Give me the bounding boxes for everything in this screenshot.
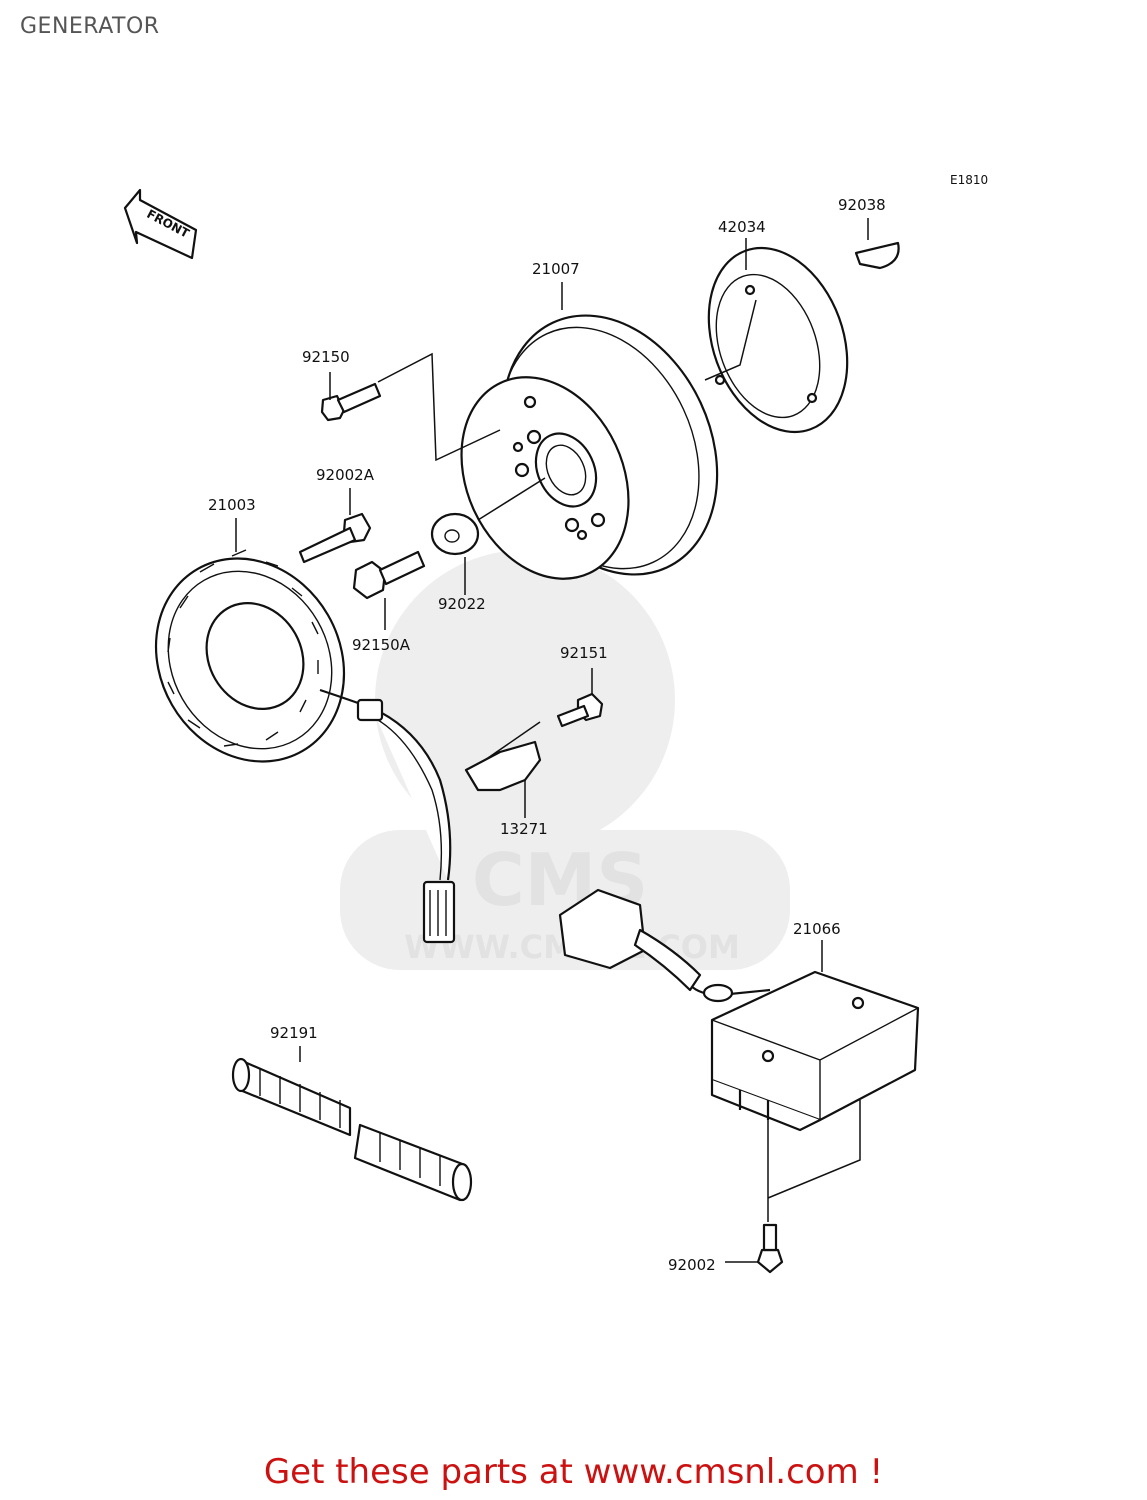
washer-92022 <box>430 512 480 556</box>
stator-harness <box>356 698 456 944</box>
bolt-92150 <box>320 382 382 422</box>
diagram-code: E1810 <box>950 173 988 187</box>
part-labels: 21007 42034 92038 92150 92002A 21003 920… <box>208 196 886 1274</box>
rotor-21007 <box>460 314 719 580</box>
regulator-connector <box>558 888 734 1003</box>
part-label-92002a: 92002A <box>316 466 375 484</box>
part-label-92150: 92150 <box>302 348 350 366</box>
leader-lines <box>235 218 869 1263</box>
part-label-92151: 92151 <box>560 644 608 662</box>
clamp-13271 <box>464 740 542 792</box>
part-label-21007: 21007 <box>532 260 580 278</box>
screw-92002 <box>756 1223 784 1274</box>
part-label-92002: 92002 <box>668 1256 716 1274</box>
part-label-21003: 21003 <box>208 496 256 514</box>
watermark: CMS WWW.CMSNL.COM <box>340 550 790 970</box>
bolt-92150a <box>352 550 426 600</box>
part-label-92150a: 92150A <box>352 636 411 654</box>
key-92038 <box>854 241 900 270</box>
bolt-92002a <box>298 512 372 564</box>
part-label-13271: 13271 <box>500 820 548 838</box>
part-label-42034: 42034 <box>718 218 766 236</box>
footer-promo-link[interactable]: Get these parts at www.cmsnl.com ! <box>263 1452 884 1492</box>
part-label-21066: 21066 <box>793 920 841 938</box>
part-label-92022: 92022 <box>438 595 486 613</box>
watermark-mascot <box>375 550 675 850</box>
clutch-42034 <box>707 246 849 434</box>
part-label-92191: 92191 <box>270 1024 318 1042</box>
bolt-92151 <box>556 692 604 728</box>
part-label-92038: 92038 <box>838 196 886 214</box>
stator-21003 <box>154 549 373 763</box>
regulator-21066 <box>689 970 920 1132</box>
tube-92191 <box>231 1057 473 1202</box>
front-arrow-icon: FRONT <box>123 188 198 260</box>
page-title: GENERATOR <box>20 14 160 39</box>
